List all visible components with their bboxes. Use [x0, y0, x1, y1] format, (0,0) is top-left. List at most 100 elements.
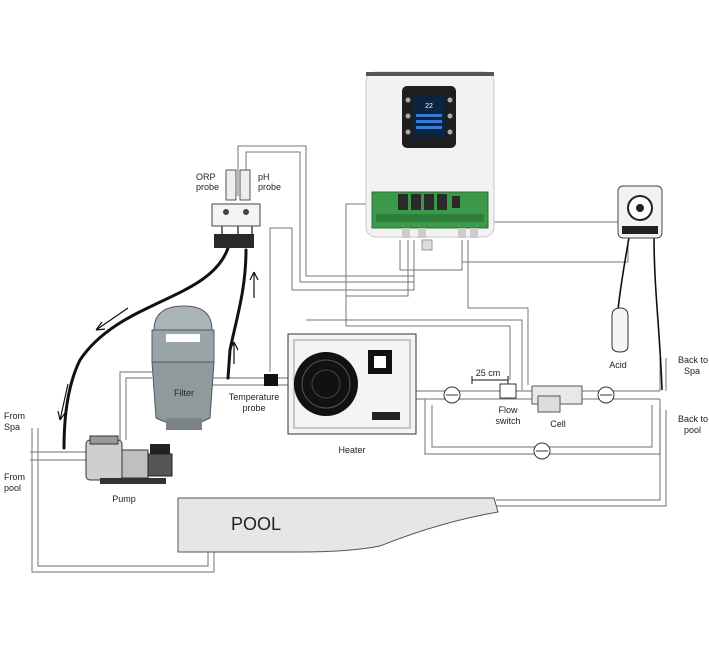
from-pool-label-2: pool [4, 483, 21, 493]
controller-button[interactable] [447, 97, 453, 103]
probe-sample-tubes [62, 231, 663, 450]
pool-basin [177, 497, 499, 553]
back-to-spa-label-2: Spa [684, 366, 700, 376]
pump-volute [121, 449, 149, 479]
temperature-probe [264, 374, 278, 386]
sample-tube-out [62, 246, 230, 450]
from-pool-label-1: From [4, 472, 25, 482]
filter-dome [153, 305, 213, 331]
back-to-pool-label-2: pool [684, 425, 701, 435]
cell-housing [537, 395, 561, 413]
wire-ph [245, 151, 414, 283]
pump-to-filter-pipe [119, 371, 152, 440]
orp-probe-label-2: probe [196, 182, 219, 192]
pump-to-filter-pipe-2 [125, 377, 152, 440]
temperature-probe-label-2: probe [242, 403, 265, 413]
acid-injection-tube [653, 235, 663, 391]
screen-bar [416, 114, 442, 117]
wire-heater [306, 319, 523, 390]
flow-arrow-icon [57, 383, 69, 421]
from-pool-pipe-outer [31, 428, 215, 573]
cable-gland [470, 228, 478, 238]
probe-manifold [211, 203, 261, 227]
filter-unit [151, 305, 215, 430]
heater-logo-inner [374, 356, 386, 368]
fan-ring [311, 369, 341, 399]
from-pool-pipe [37, 428, 209, 567]
from-spa-label-1: From [4, 411, 25, 421]
dimension-ticks [471, 376, 509, 384]
pump-label: Pump [112, 494, 136, 504]
controller-button[interactable] [405, 113, 411, 119]
relay [437, 194, 447, 210]
screen-bar [416, 120, 442, 123]
manifold-port [243, 209, 249, 215]
acid-dosing-pump [617, 185, 663, 239]
pump-base [100, 478, 166, 484]
heater-unit [287, 333, 417, 435]
orp-probe-body [225, 169, 237, 201]
acid-suction-tube [617, 231, 631, 311]
cable-gland [418, 228, 426, 238]
acid-label: Acid [609, 360, 627, 370]
electrolysis-cell [531, 385, 583, 413]
wire-acid-pump [462, 240, 629, 263]
controller-unit: 22 [365, 71, 495, 251]
back-to-spa-label-1: Back to [678, 355, 708, 365]
distance-label: 25 cm [476, 368, 501, 378]
wire-cell-2 [467, 240, 529, 385]
back-to-pool-pipe [496, 410, 667, 507]
probe-holder [211, 169, 261, 248]
flow-switch-label-2: switch [495, 416, 520, 426]
ph-probe-body [239, 169, 251, 201]
filter-upper [151, 329, 215, 363]
controller-button[interactable] [405, 97, 411, 103]
filter-badge [166, 334, 200, 342]
acid-pump-base [622, 226, 658, 234]
manifold-legs [221, 226, 253, 234]
wire-temperature [269, 227, 415, 372]
flow-arrows [57, 271, 259, 421]
screen-bar [416, 126, 442, 129]
filter-base [166, 418, 202, 430]
pump-unit [85, 435, 173, 484]
wire-orp [237, 145, 414, 277]
pump-motor [147, 453, 173, 477]
pool-label: POOL [231, 514, 281, 534]
manifold-port [223, 209, 229, 215]
wire-flow-switch [345, 296, 511, 380]
probe-fittings [214, 234, 254, 248]
heater-fan-icon [294, 352, 358, 416]
cable-gland [458, 228, 466, 238]
relay [411, 194, 421, 210]
pipe-network [30, 145, 667, 573]
heater-label: Heater [338, 445, 365, 455]
cable-gland [402, 228, 410, 238]
controller-button[interactable] [447, 113, 453, 119]
back-to-pool-label-1: Back to [678, 414, 708, 424]
temperature-probe-label-1: Temperature [229, 392, 280, 402]
ph-probe-label-2: probe [258, 182, 281, 192]
controller-top-edge [366, 72, 494, 76]
distance-marker [471, 376, 509, 384]
flow-switch-label-1: Flow [498, 405, 518, 415]
pump-lid [89, 435, 119, 445]
heater-badge [372, 412, 400, 420]
controller-display-value: 22 [425, 103, 433, 110]
controller-button[interactable] [447, 129, 453, 135]
relay [452, 196, 460, 208]
wire-cell [399, 240, 463, 271]
cable-gland [421, 239, 433, 251]
fan-ring [301, 359, 351, 409]
cell-label: Cell [550, 419, 566, 429]
sample-tube-in [226, 248, 248, 380]
acid-container [611, 307, 629, 353]
controller-button[interactable] [405, 129, 411, 135]
pump-drive [150, 444, 170, 454]
ph-probe-label-1: pH [258, 172, 270, 182]
flow-arrow-icon [229, 341, 239, 364]
flow-switch [499, 383, 517, 399]
orp-probe-label-1: ORP [196, 172, 216, 182]
from-spa-label-2: Spa [4, 422, 20, 432]
